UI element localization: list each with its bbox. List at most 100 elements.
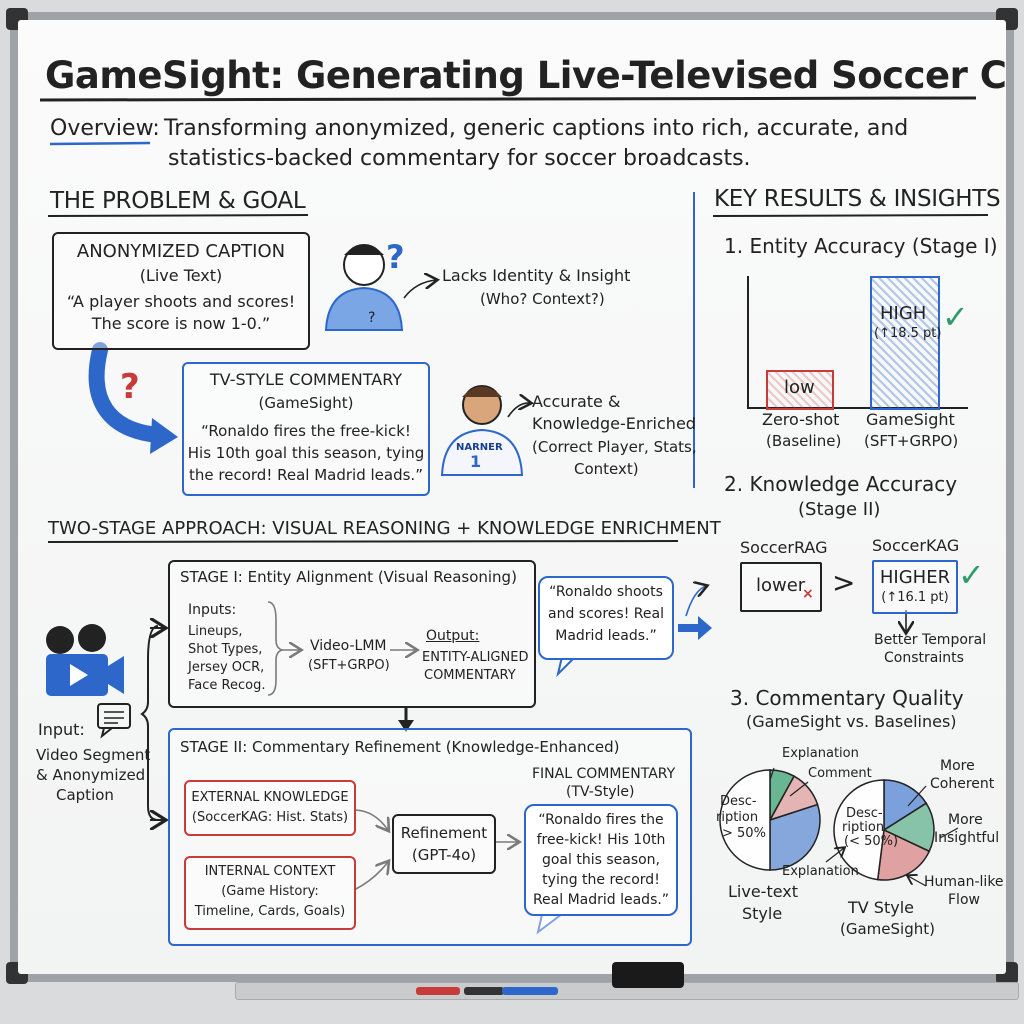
pie-live-text	[719, 769, 821, 871]
pie-right-label-coherent: Coherent	[930, 776, 995, 792]
final-line-4: tying the record!	[542, 872, 660, 888]
stage-1-output-label: Output:	[426, 628, 480, 644]
cat-sft-grpo: (SFT+GRPO)	[864, 432, 959, 450]
bubble-line-1: “Ronaldo shoots	[549, 584, 663, 600]
pie-right-label-flow: Flow	[948, 892, 980, 908]
result-2-title-2: (Stage II)	[798, 499, 881, 520]
accurate-line-3: (Correct Player, Stats,	[532, 438, 697, 456]
pie-left-name-2: Style	[742, 904, 783, 923]
overview-line-1: Transforming anonymized, generic caption…	[164, 116, 909, 141]
pie-slice	[769, 803, 821, 871]
red-marker[interactable]	[416, 987, 460, 995]
input-line-3: Caption	[56, 786, 114, 804]
pie-right-label-insightful: Insightful	[934, 830, 1000, 846]
cat-baseline: (Baseline)	[766, 432, 842, 450]
accurate-line-2: Knowledge-Enriched	[532, 414, 696, 433]
stage-1-input-1: Lineups,	[188, 624, 243, 639]
input-line-1: Video Segment	[36, 746, 151, 764]
final-commentary-sub: (TV-Style)	[566, 784, 635, 800]
tv-title: TV-STYLE COMMENTARY	[209, 370, 403, 389]
marker-tray	[235, 982, 1019, 1000]
anon-sub: (Live Text)	[139, 266, 223, 285]
whiteboard: ? ? ?	[18, 20, 1006, 974]
eraser[interactable]	[612, 962, 684, 988]
problem-header: THE PROBLEM & GOAL	[50, 188, 306, 214]
external-knowledge-box: EXTERNAL KNOWLEDGE (SoccerKAG: Hist. Sta…	[184, 780, 356, 836]
bar-zero-shot	[766, 370, 834, 410]
bar-gamesight	[870, 276, 940, 410]
result-3-title-1: 3. Commentary Quality	[730, 686, 964, 710]
soccer-kag-value: HIGHER	[879, 567, 951, 588]
anonymized-caption-box: ANONYMIZED CAPTION (Live Text) “A player…	[52, 232, 310, 350]
anon-quote-1: “A player shoots and scores!	[66, 292, 296, 311]
final-line-3: goal this season,	[541, 852, 661, 868]
int-line-2: (Game History:	[221, 884, 319, 899]
bar-gamesight-label: HIGH	[880, 303, 927, 324]
pie-left-label-explanation-2: Explanation	[782, 864, 859, 879]
blue-marker[interactable]	[502, 987, 558, 995]
int-line-1: INTERNAL CONTEXT	[204, 864, 336, 879]
input-label: Input:	[38, 720, 85, 739]
ext-line-2: (SoccerKAG: Hist. Stats)	[191, 810, 349, 825]
pie-left-label-desc-3: > 50%	[722, 826, 766, 841]
tv-quote-2: His 10th goal this season, tying	[187, 444, 425, 462]
tv-quote-1: “Ronaldo fires the free-kick!	[201, 422, 411, 440]
anon-quote-2: The score is now 1-0.”	[91, 314, 271, 333]
identified-player-icon	[440, 385, 524, 476]
stage-1-output-2: COMMENTARY	[424, 668, 516, 683]
pie-right-name-2: (GameSight)	[840, 920, 935, 938]
refinement-line-2: (GPT-4o)	[411, 846, 477, 864]
pie-right-label-desc-2: ription	[842, 820, 885, 835]
x-mark-icon: ×	[802, 586, 814, 602]
cat-zero-shot: Zero-shot	[762, 410, 840, 429]
pie-slice	[833, 779, 885, 881]
int-line-3: Timeline, Cards, Goals)	[194, 904, 346, 919]
stage-1-speech-bubble: “Ronaldo shoots and scores! Real Madrid …	[538, 576, 674, 660]
soccer-kag-gain: (↑16.1 pt)	[881, 590, 949, 605]
bubble-line-2: and scores! Real	[548, 606, 664, 622]
pie-slice	[882, 802, 935, 853]
stage-2-title: STAGE II: Commentary Refinement (Knowled…	[180, 738, 620, 756]
svg-text:?: ?	[120, 367, 140, 407]
camera-drawing	[46, 624, 124, 696]
result-1-title: 1. Entity Accuracy (Stage I)	[724, 234, 998, 258]
black-marker[interactable]	[464, 987, 504, 995]
jersey-number: 1	[470, 452, 482, 471]
soccer-rag-label: SoccerRAG	[740, 538, 828, 557]
temporal-note-1: Better Temporal	[874, 632, 987, 648]
stage-1-inputs-label: Inputs:	[188, 602, 237, 618]
pie-right-label-desc-3: (< 50%)	[844, 834, 899, 849]
anonymous-player-icon: ?	[324, 244, 404, 331]
bubble-line-3: Madrid leads.”	[555, 628, 657, 644]
greater-than-sign: >	[832, 566, 856, 599]
results-header: KEY RESULTS & INSIGHTS	[714, 186, 1001, 212]
final-commentary-bubble: “Ronaldo fires the free-kick! His 10th g…	[524, 804, 678, 916]
pie-right-label-desc-1: Desc-	[846, 806, 883, 821]
accurate-line-1: Accurate &	[532, 392, 621, 411]
stage-1-input-3: Jersey OCR,	[188, 660, 265, 675]
pie-slice	[876, 828, 931, 881]
bar-zero-shot-label: low	[784, 377, 815, 398]
final-line-1: “Ronaldo fires the	[538, 812, 664, 828]
lacks-line-1: Lacks Identity & Insight	[442, 266, 631, 285]
pie-right-name-1: TV Style	[848, 898, 914, 917]
tv-sub: (GameSight)	[258, 394, 354, 412]
pie-right-label-more-2: More	[948, 812, 983, 828]
soccer-rag-box: lower ×	[740, 562, 822, 612]
result-2-title-1: 2. Knowledge Accuracy	[724, 472, 958, 496]
tv-commentary-box: TV-STYLE COMMENTARY (GameSight) “Ronaldo…	[182, 362, 430, 496]
pie-left-label-desc-1: Desc-	[720, 794, 757, 809]
stage-1-model-2: (SFT+GRPO)	[308, 658, 390, 673]
anon-title: ANONYMIZED CAPTION	[76, 241, 286, 262]
internal-context-box: INTERNAL CONTEXT (Game History: Timeline…	[184, 856, 356, 930]
stage-1-model-1: Video-LMM	[310, 638, 387, 654]
tv-quote-3: the record! Real Madrid leads.”	[189, 466, 423, 484]
pie-left-name-1: Live-text	[728, 882, 799, 901]
page-title: GameSight: Generating Live-Televised Soc…	[45, 54, 1006, 97]
accurate-line-4: Context)	[574, 460, 639, 478]
stage-1-title: STAGE I: Entity Alignment (Visual Reason…	[180, 568, 517, 586]
bar-gamesight-gain: (↑18.5 pt)	[874, 326, 942, 341]
check-icon: ✓	[942, 298, 969, 336]
approach-header: TWO-STAGE APPROACH: VISUAL REASONING + K…	[48, 518, 721, 539]
overview-line-2: statistics-backed commentary for soccer …	[168, 146, 751, 171]
